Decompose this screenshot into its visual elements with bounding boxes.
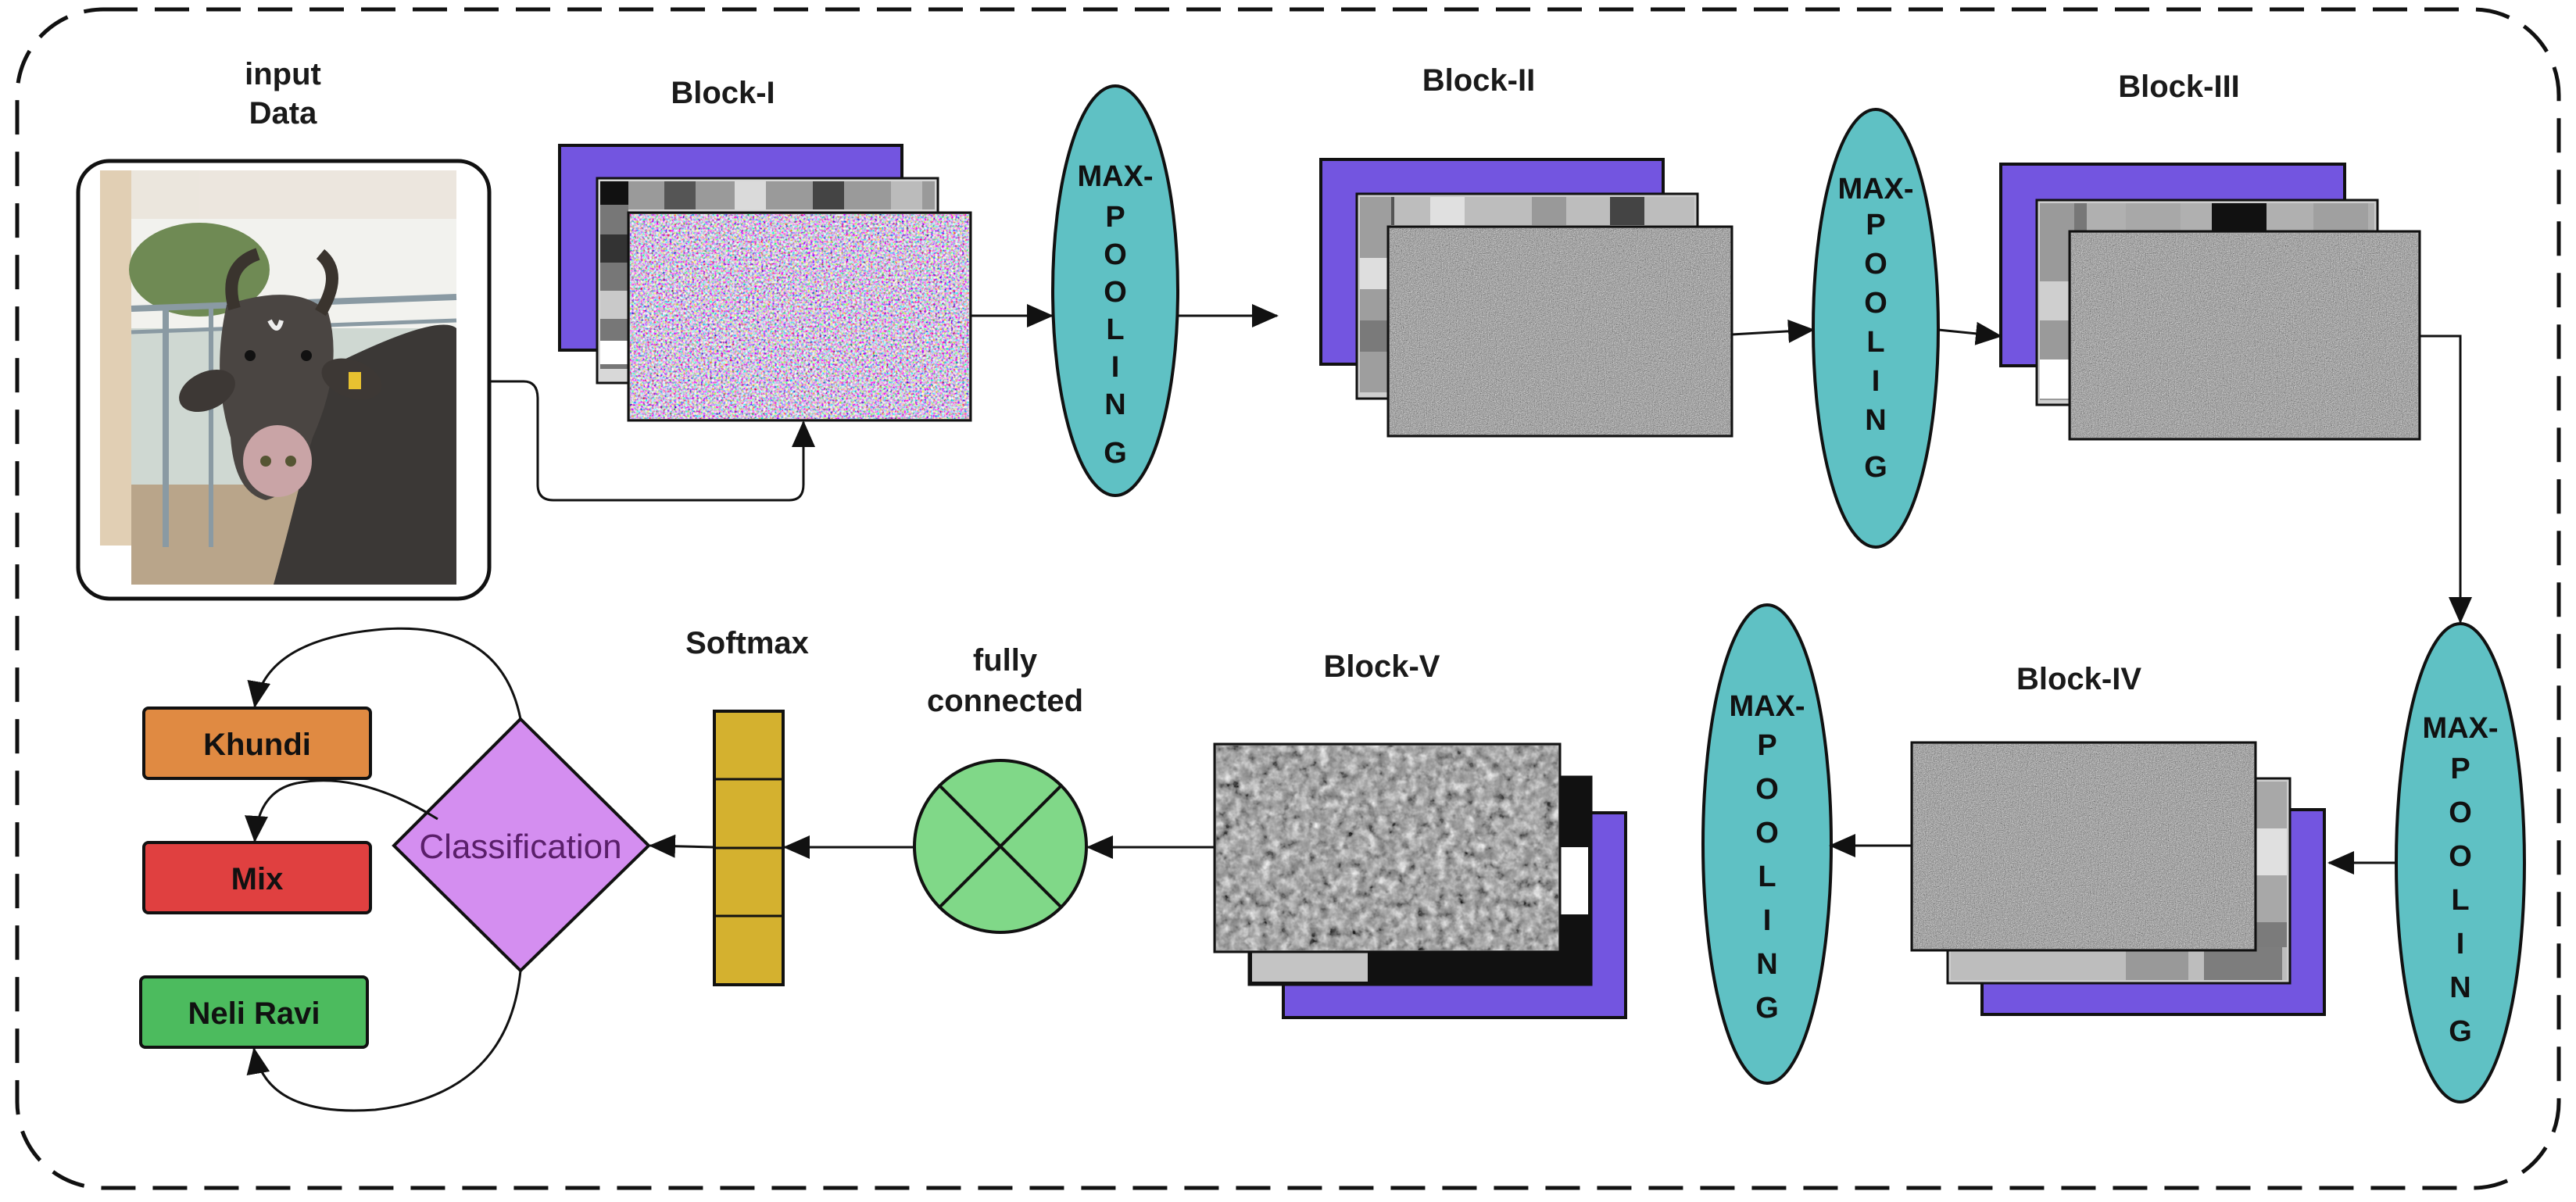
block-5-label: Block-V bbox=[1324, 649, 1440, 684]
output-neli-ravi: Neli Ravi bbox=[139, 975, 369, 1049]
fully-connected: fully connected bbox=[913, 643, 1088, 934]
softmax-label: Softmax bbox=[685, 626, 809, 660]
connector-block2-to-pool2 bbox=[1731, 319, 1815, 343]
output-khundi-label: Khundi bbox=[203, 728, 311, 762]
connector-classification-to-mix bbox=[245, 779, 438, 842]
max-pooling-1-title: MAX- bbox=[1077, 160, 1153, 193]
connector-block3-to-pool3 bbox=[2420, 334, 2472, 624]
max-pooling-2-letter: O bbox=[1864, 248, 1887, 281]
fully-connected-label-line2: connected bbox=[927, 684, 1083, 718]
max-pooling-1-letter: N bbox=[1104, 388, 1125, 421]
connector-input-to-block1 bbox=[489, 380, 815, 502]
max-pooling-4-letter: L bbox=[1758, 860, 1776, 893]
block-2: Block-II bbox=[1319, 63, 1733, 438]
output-khundi: Khundi bbox=[142, 707, 372, 780]
block-4: Block-IV bbox=[1910, 662, 2326, 1016]
block-1: Block-I bbox=[558, 76, 972, 422]
max-pooling-3-letter: I bbox=[2456, 928, 2465, 961]
connector-classification-to-khundi bbox=[247, 627, 522, 720]
max-pooling-2-letter: G bbox=[1864, 451, 1887, 484]
max-pooling-3-letter: N bbox=[2449, 971, 2470, 1004]
max-pooling-3-letter: G bbox=[2449, 1015, 2472, 1048]
max-pooling-4-letter: G bbox=[1755, 992, 1779, 1025]
max-pooling-1-letter: P bbox=[1105, 201, 1125, 234]
block-1-label: Block-I bbox=[671, 76, 775, 110]
input-label-line1: input bbox=[245, 57, 321, 91]
block-3: Block-III bbox=[1999, 70, 2421, 441]
max-pooling-3-title: MAX- bbox=[2422, 712, 2498, 745]
input-label-line2: Data bbox=[249, 96, 317, 131]
classification-label: Classification bbox=[419, 828, 621, 866]
max-pooling-4-letter: O bbox=[1755, 817, 1779, 850]
fully-connected-label-line1: fully bbox=[973, 643, 1038, 678]
output-neli-ravi-box bbox=[139, 975, 369, 1049]
block-3-label: Block-III bbox=[2118, 70, 2240, 104]
max-pooling-1-letter: O bbox=[1104, 238, 1127, 271]
max-pooling-3-letter: O bbox=[2449, 840, 2472, 873]
output-mix-box bbox=[142, 841, 372, 914]
max-pooling-1-letter: L bbox=[1106, 313, 1124, 346]
connector-softmax-to-classification bbox=[649, 834, 715, 858]
output-mix: Mix bbox=[142, 841, 372, 914]
max-pooling-4-letter: N bbox=[1756, 948, 1777, 981]
max-pooling-4-letter: O bbox=[1755, 773, 1779, 806]
input-data-group: input Data bbox=[76, 57, 492, 601]
fully-connected-cross bbox=[938, 784, 1063, 909]
max-pooling-1-ellipse bbox=[1051, 84, 1179, 497]
max-pooling-4-letter: I bbox=[1763, 904, 1772, 937]
max-pooling-2-letter: N bbox=[1865, 404, 1886, 437]
connector-pool2-to-block3 bbox=[1937, 321, 2002, 345]
max-pooling-4: MAX- P O O L I N G bbox=[1701, 603, 1833, 1085]
block-4-label: Block-IV bbox=[2016, 662, 2141, 696]
outer-dashed-border bbox=[15, 7, 2561, 1190]
max-pooling-2-title: MAX- bbox=[1837, 173, 1913, 206]
max-pooling-3-letter: L bbox=[2451, 884, 2469, 917]
output-mix-label: Mix bbox=[231, 862, 284, 896]
max-pooling-3-letter: O bbox=[2449, 796, 2472, 829]
max-pooling-4-letter: P bbox=[1757, 729, 1776, 762]
output-khundi-box bbox=[142, 707, 372, 780]
max-pooling-2-letter: I bbox=[1872, 365, 1880, 398]
max-pooling-2: MAX- P O O L I N G bbox=[1812, 108, 1940, 549]
max-pooling-4-title: MAX- bbox=[1729, 690, 1805, 723]
block-5: Block-V bbox=[1213, 649, 1627, 1019]
max-pooling-2-letter: O bbox=[1864, 287, 1887, 320]
max-pooling-1-letter: I bbox=[1111, 351, 1120, 384]
max-pooling-1-letter: G bbox=[1104, 437, 1127, 470]
max-pooling-1-letter: O bbox=[1104, 276, 1127, 309]
input-image-cow bbox=[129, 219, 457, 585]
max-pooling-2-letter: L bbox=[1866, 326, 1884, 359]
max-pooling-3-letter: P bbox=[2450, 753, 2470, 785]
connector-classification-to-neli-ravi bbox=[246, 970, 522, 1112]
max-pooling-2-letter: P bbox=[1866, 209, 1885, 241]
max-pooling-1: MAX- P O O L I N G bbox=[1051, 84, 1179, 497]
max-pooling-3: MAX- P O O L I N G bbox=[2395, 622, 2526, 1104]
output-neli-ravi-label: Neli Ravi bbox=[188, 996, 320, 1031]
softmax: Softmax bbox=[685, 626, 809, 986]
classification: Classification bbox=[392, 717, 651, 973]
block-2-label: Block-II bbox=[1422, 63, 1535, 98]
